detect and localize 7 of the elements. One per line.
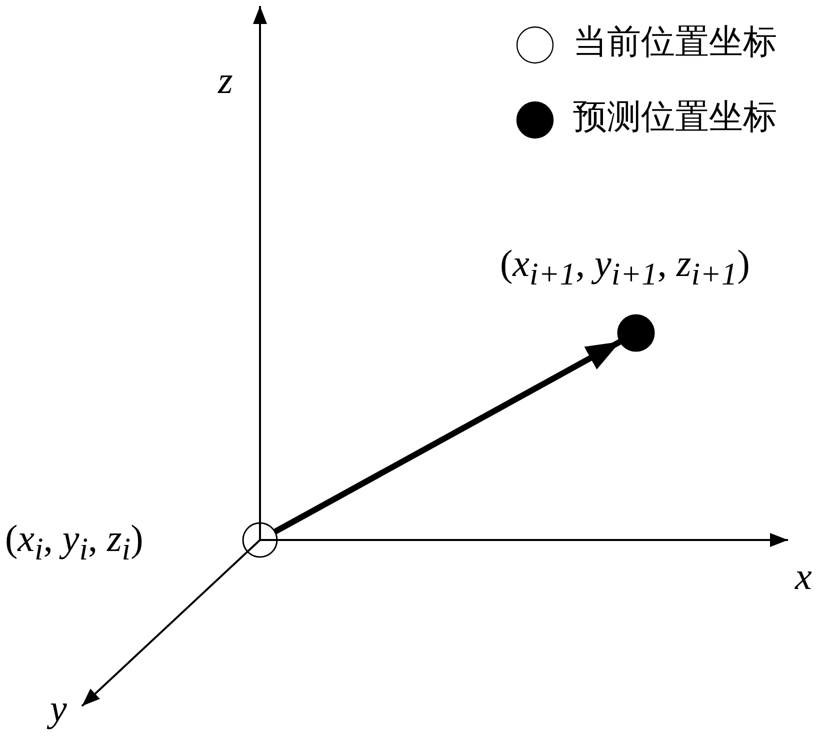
legend-text: 预测位置坐标 — [573, 100, 777, 134]
coordinate-label: (x$_{i}$, y$_{i}$, z$_{i}$) — [5, 520, 144, 566]
arrow — [273, 339, 622, 534]
coordinate-label: (x$_{i+1}$, y$_{i+1}$, z$_{i+1}$) — [500, 245, 750, 290]
axis-label: x — [795, 558, 812, 596]
axis-label: z — [218, 62, 233, 100]
legend-text: 当前位置坐标 — [573, 25, 777, 59]
